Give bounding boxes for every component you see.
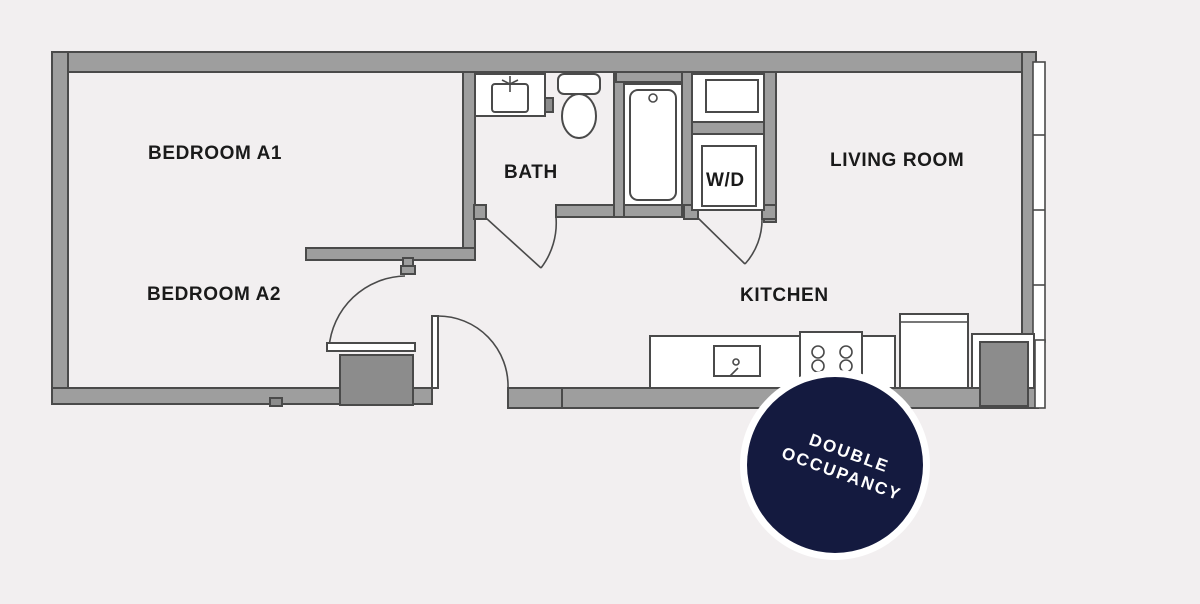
label-wd: W/D — [706, 170, 745, 191]
label-bath: BATH — [504, 162, 558, 183]
label-living-room: LIVING ROOM — [830, 150, 964, 171]
laundry-fixtures — [691, 73, 765, 211]
label-bedroom-a2: BEDROOM A2 — [147, 284, 281, 305]
label-kitchen: KITCHEN — [740, 285, 829, 306]
interior-walls — [305, 71, 777, 275]
label-bedroom-a1: BEDROOM A1 — [148, 143, 282, 164]
occupancy-badge: DOUBLE OCCUPANCY — [740, 370, 930, 560]
bath-fixtures — [474, 73, 683, 206]
cabinets — [269, 333, 1035, 407]
doors — [326, 216, 763, 389]
